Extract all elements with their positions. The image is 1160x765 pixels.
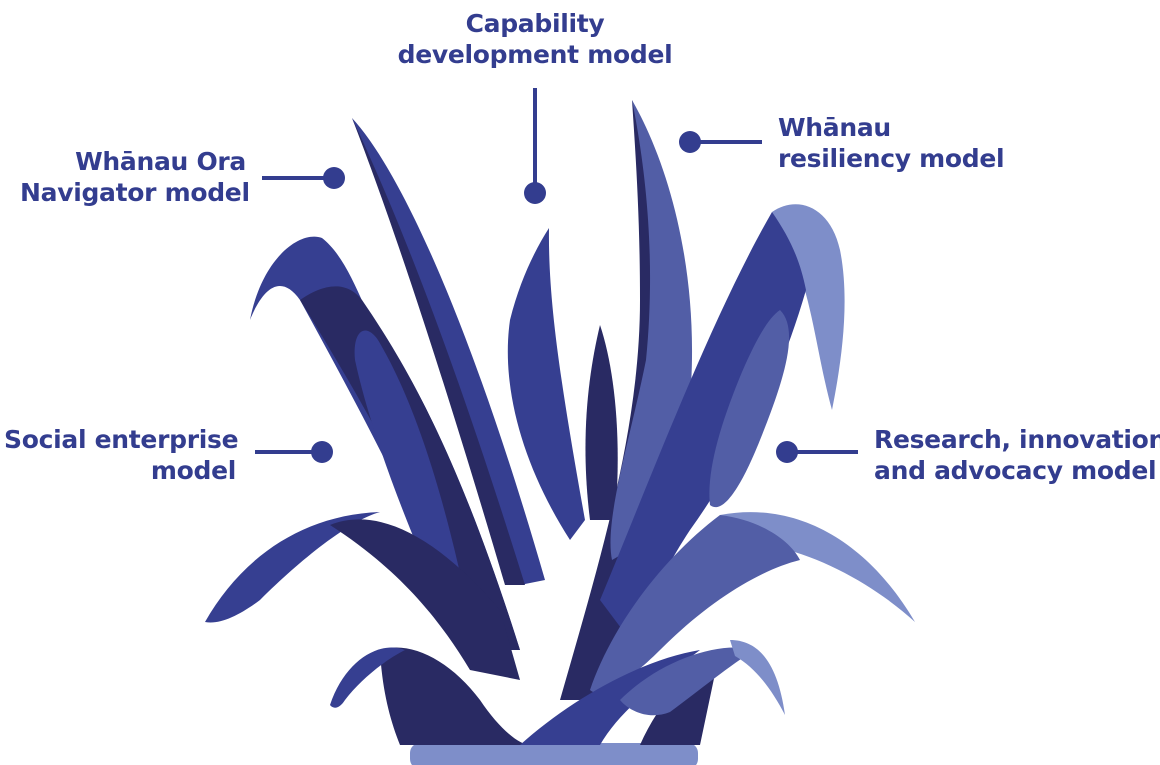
- social-enterprise-label: Social enterprise model: [4, 424, 236, 486]
- connector-social: [255, 441, 333, 463]
- navigator-model-label: Whānau Ora Navigator model: [20, 146, 246, 208]
- navigator-label-line2: Navigator model: [20, 177, 246, 208]
- leaf-center-spike: [585, 325, 617, 520]
- pot-base: [410, 743, 698, 765]
- leaf-capability: [508, 228, 585, 540]
- research-label-line2: and advocacy model: [874, 455, 1158, 486]
- connector-research: [776, 441, 858, 463]
- navigator-label-line1: Whānau Ora: [20, 146, 246, 177]
- resiliency-label-line2: resiliency model: [778, 143, 1038, 174]
- resiliency-label-line1: Whānau: [778, 112, 1038, 143]
- capability-label-line2: development model: [380, 39, 690, 70]
- social-label-line2: model: [4, 455, 236, 486]
- research-innovation-label: Research, innovation and advocacy model: [874, 424, 1158, 486]
- connector-capability: [524, 88, 546, 204]
- social-label-line1: Social enterprise: [4, 424, 236, 455]
- capability-label-line1: Capability: [380, 8, 690, 39]
- connector-resiliency: [679, 131, 762, 153]
- resiliency-model-label: Whānau resiliency model: [778, 112, 1038, 174]
- connector-navigator: [262, 167, 345, 189]
- capability-development-label: Capability development model: [380, 8, 690, 70]
- leaf-bottom-right-pale: [730, 640, 785, 715]
- research-label-line1: Research, innovation: [874, 424, 1158, 455]
